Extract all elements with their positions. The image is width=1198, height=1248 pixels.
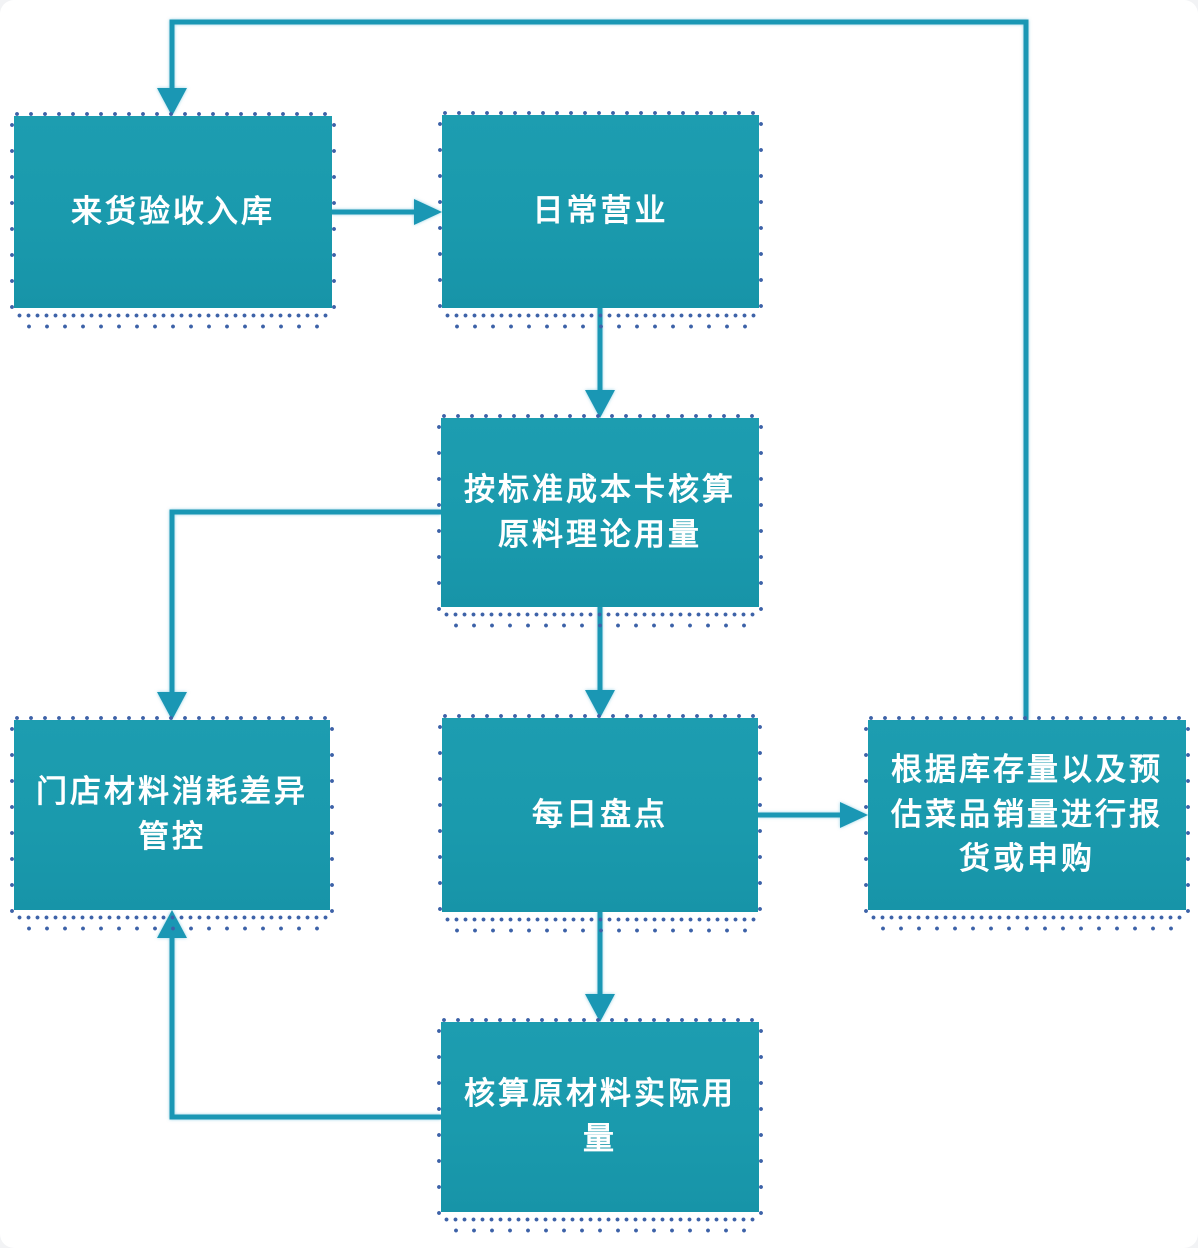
node-label: 门店材料消耗差异 管控	[36, 774, 308, 854]
node-replenishment: 根据库存量以及预 估菜品销量进行报 货或申购	[864, 716, 1190, 932]
node-label: 按标准成本卡核算 原料理论用量	[464, 471, 736, 552]
edge-theory-to-stocktake	[585, 607, 615, 718]
node-label: 核算原材料实际用 量	[464, 1076, 736, 1156]
edge-stocktake-to-actual	[585, 912, 615, 1022]
node-variance-control: 门店材料消耗差异 管控	[10, 716, 334, 932]
node-label: 来货验收入库	[71, 193, 275, 229]
edge-theory-to-variance	[157, 509, 441, 720]
node-label: 根据库存量以及预 估菜品销量进行报 货或申购	[891, 751, 1163, 877]
node-actual-usage: 核算原材料实际用 量	[437, 1018, 763, 1234]
edge-replenish-to-goods	[157, 19, 1029, 720]
edge-stocktake-to-replenish	[758, 802, 868, 828]
node-label: 日常营业	[532, 193, 669, 229]
edge-daily-to-theory	[585, 308, 615, 418]
node-label: 每日盘点	[532, 796, 668, 832]
edge-actual-to-variance	[157, 910, 441, 1120]
edge-goods-to-daily	[332, 199, 442, 225]
node-daily-business: 日常营业	[438, 111, 763, 330]
node-theoretical-usage: 按标准成本卡核算 原料理论用量	[437, 414, 763, 629]
node-daily-stocktake: 每日盘点	[438, 714, 762, 934]
node-goods-receiving: 来货验收入库	[10, 112, 336, 330]
